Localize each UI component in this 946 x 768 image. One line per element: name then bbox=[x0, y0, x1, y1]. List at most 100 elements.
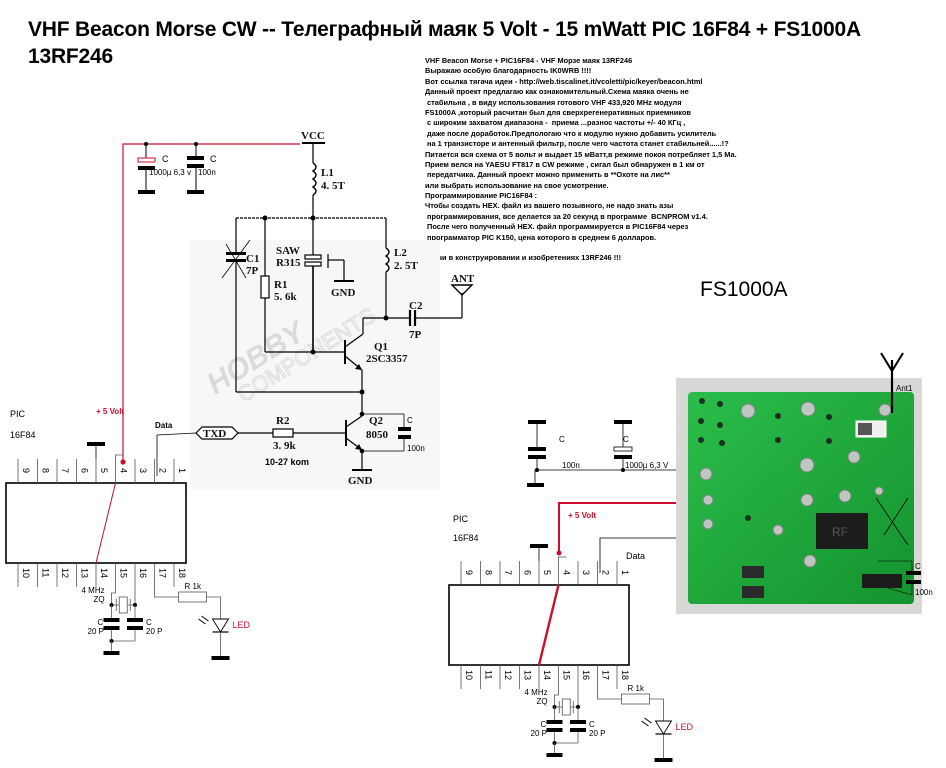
pin-number: 7 bbox=[60, 468, 70, 473]
vcc-label: VCC bbox=[301, 130, 325, 142]
load-cap bbox=[546, 728, 563, 732]
load-cap bbox=[570, 720, 586, 724]
note-line: FS1000A ,который расчитан был для сверхр… bbox=[425, 107, 691, 117]
rf-chip bbox=[816, 513, 868, 549]
note-line: После чего полученный HEX. файл программ… bbox=[425, 222, 689, 232]
load-cap bbox=[103, 618, 120, 622]
pic-right-label: PIC bbox=[453, 514, 469, 524]
gnd-top-label: GND bbox=[331, 287, 356, 299]
q1-name: Q1 bbox=[374, 341, 388, 353]
power-wire-left bbox=[122, 143, 300, 462]
note-line: программатор PIC K150, цена которого в с… bbox=[425, 232, 657, 242]
ground-symbol bbox=[654, 758, 673, 762]
ground-symbol bbox=[211, 656, 230, 660]
cap-ceramic-left bbox=[187, 142, 204, 194]
cap-ceramic-right bbox=[528, 447, 546, 451]
data-label-left: Data bbox=[155, 421, 173, 430]
r1-value: 5. 6k bbox=[274, 291, 298, 303]
light-ray-icon bbox=[641, 720, 649, 727]
transistor-q1 bbox=[344, 318, 364, 392]
resistor-label: R 1k bbox=[628, 684, 645, 693]
l2-value: 2. 5T bbox=[394, 260, 419, 272]
wire bbox=[115, 454, 124, 459]
fs1000a-label: FS1000A bbox=[700, 278, 788, 301]
page-title: VHF Beacon Morse CW -- Телеграфный маяк … bbox=[28, 16, 928, 70]
pin-number: 7 bbox=[503, 570, 513, 575]
module-cap-name: C bbox=[915, 562, 921, 571]
cq2-value: 100n bbox=[407, 444, 425, 453]
cap-q2 bbox=[398, 427, 411, 431]
c1-variable-cap bbox=[226, 252, 246, 255]
cap-electrolytic-right-value: 1000µ 6,3 V bbox=[625, 461, 669, 470]
load-cap-value: 20 P bbox=[589, 729, 605, 738]
saw-value: R315 bbox=[276, 257, 301, 269]
ant1-label: Ant1 bbox=[896, 384, 913, 393]
pin-number: 18 bbox=[177, 568, 187, 578]
pin-number: 12 bbox=[60, 568, 70, 578]
cap-electrolytic-value: 1000µ 6,3 v bbox=[149, 168, 191, 177]
c1-value: 7P bbox=[246, 265, 259, 277]
load-cap-value: 20 P bbox=[88, 627, 104, 636]
resistor-label: R 1k bbox=[185, 582, 202, 591]
description-notes: VHF Beacon Morse + PIC16F84 - VHF Морзе … bbox=[425, 56, 825, 264]
cap-electrolytic-left bbox=[137, 142, 156, 194]
pin-number: 16 bbox=[138, 568, 148, 578]
note-line: с широким захватом диапазона - приема ..… bbox=[425, 118, 686, 128]
wire bbox=[206, 596, 221, 619]
pin-number: 16 bbox=[581, 670, 591, 680]
gnd-bottom-label: GND bbox=[348, 475, 373, 487]
light-ray-icon bbox=[198, 618, 206, 625]
pin-number: 9 bbox=[464, 570, 474, 575]
scan-background bbox=[190, 240, 440, 490]
five-volt-label-left: + 5 Volt bbox=[96, 407, 124, 416]
ground-symbol bbox=[530, 544, 548, 548]
chip-marking: RF bbox=[832, 525, 848, 539]
pin-number: 15 bbox=[119, 568, 129, 578]
pic-right-model: 16F84 bbox=[453, 533, 479, 543]
rf-schematic-left: HOBBY COMPONENTS + 5 Volt C 1000µ 6,3 v … bbox=[96, 130, 475, 490]
xtal-ref: ZQ bbox=[537, 697, 548, 706]
load-cap bbox=[127, 618, 143, 622]
pic-body bbox=[5, 482, 187, 564]
wire bbox=[649, 698, 664, 721]
ground-symbol bbox=[546, 753, 563, 757]
note-line: VHF Beacon Morse + PIC16F84 - VHF Морзе … bbox=[425, 56, 633, 65]
pin-number: 11 bbox=[484, 670, 494, 679]
note-line: даже после доработок.Предпологаю что к м… bbox=[425, 128, 717, 138]
load-cap bbox=[570, 728, 586, 732]
pin-number: 6 bbox=[523, 570, 533, 575]
title-line-1: VHF Beacon Morse CW -- Телеграфный маяк … bbox=[28, 18, 861, 41]
pin-number: 15 bbox=[562, 670, 572, 680]
load-cap bbox=[546, 720, 563, 724]
note-line: передатчика. Данный проект можно примени… bbox=[425, 170, 670, 180]
ground-symbol bbox=[103, 651, 120, 655]
crystal-icon bbox=[118, 596, 128, 614]
r2-range-note: 10-27 kom bbox=[265, 457, 309, 467]
cap-ceramic-name: C bbox=[210, 154, 217, 164]
power-diagonal bbox=[95, 482, 116, 564]
pin-number: 3 bbox=[581, 570, 591, 575]
pic-body bbox=[448, 584, 630, 666]
xtal-frequency: 4 MHz bbox=[525, 688, 548, 697]
inductor-l1 bbox=[311, 162, 317, 196]
title-line-2: 13RF246 bbox=[28, 45, 113, 68]
pin-number: 14 bbox=[99, 568, 109, 578]
power-diagonal bbox=[537, 584, 560, 666]
pin-number: 11 bbox=[41, 568, 51, 577]
q2-name: Q2 bbox=[369, 415, 384, 427]
load-cap-name: C bbox=[589, 720, 595, 729]
load-cap-value: 20 P bbox=[146, 627, 162, 636]
pin-number: 4 bbox=[562, 570, 572, 575]
resistor-1k bbox=[621, 693, 650, 705]
l1-name: L1 bbox=[321, 167, 334, 179]
pin-number: 1 bbox=[177, 468, 187, 473]
cap-ceramic-value: 100n bbox=[198, 168, 216, 177]
pin-number: 13 bbox=[80, 568, 90, 578]
cap-electrolytic-right bbox=[613, 446, 633, 452]
wire bbox=[154, 587, 179, 598]
xtal-frequency: 4 MHz bbox=[82, 586, 105, 595]
fs1000a-module-photo: RF bbox=[676, 378, 922, 614]
junction-dot bbox=[120, 459, 126, 465]
light-ray-icon bbox=[201, 615, 209, 622]
